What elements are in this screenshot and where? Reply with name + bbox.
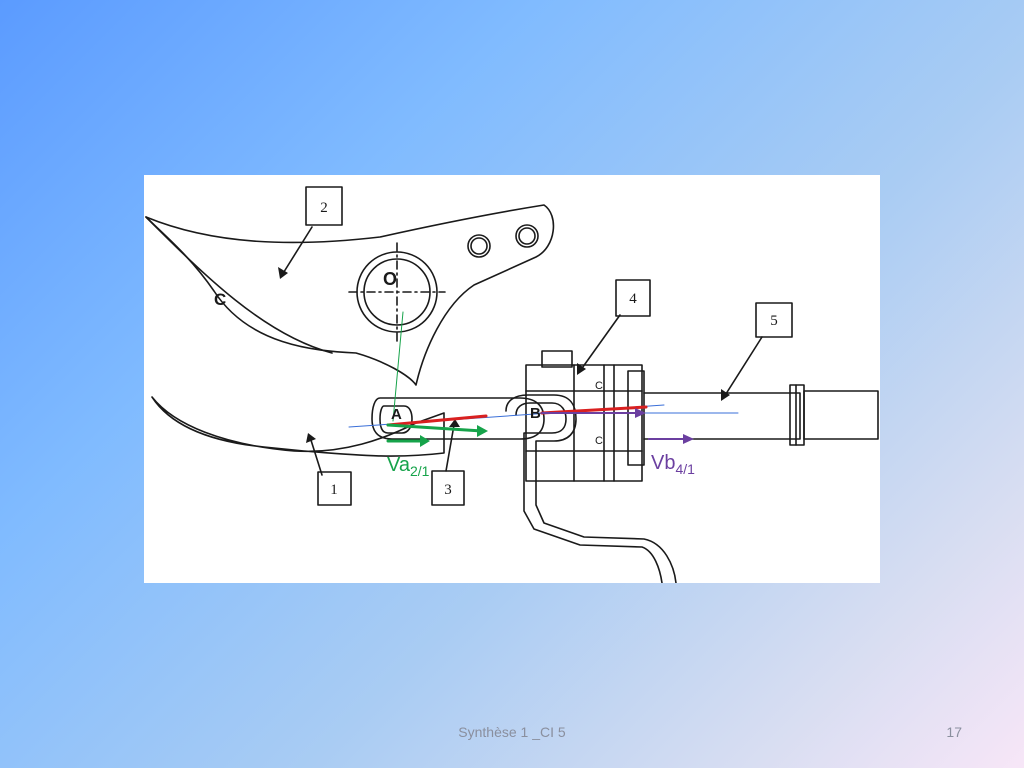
- point-O-label: O: [383, 269, 397, 289]
- leader-3: [445, 424, 455, 472]
- footer-title: Synthèse 1 _CI 5: [458, 724, 566, 740]
- label-box-3: [431, 470, 465, 506]
- point-A-label: A: [391, 406, 402, 423]
- pruning-shears-diagram: 2 1 3 4 5 O C A B C C Va2/1 Vb4/1: [145, 186, 879, 583]
- hole-1: [467, 234, 491, 258]
- hole-2-inner: [518, 227, 536, 245]
- red-line-AB: [386, 414, 488, 427]
- blade-edge: [145, 216, 333, 354]
- label-3: 3: [444, 482, 452, 498]
- leader-4: [579, 314, 621, 372]
- hole-2: [515, 224, 539, 248]
- label-2: 2: [320, 200, 328, 216]
- blade-part-2: [145, 204, 555, 386]
- link-arm-part-3: [371, 397, 545, 440]
- leader-5: [723, 336, 763, 398]
- contact-c-bottom: C: [595, 435, 603, 447]
- diagram-frame: 2 1 3 4 5 O C A B C C Va2/1 Vb4/1: [144, 175, 880, 583]
- label-box-5: [755, 302, 793, 338]
- leader-2: [281, 226, 313, 276]
- link-slot-a: [379, 405, 413, 434]
- green-line-OA: [392, 311, 404, 422]
- vector-vb-label: Vb4/1: [651, 452, 695, 477]
- vector-va-label: Va2/1: [387, 454, 430, 479]
- label-4: 4: [629, 291, 637, 307]
- label-box-2: [305, 186, 343, 226]
- hole-1-inner: [470, 237, 488, 255]
- leader-1: [309, 436, 323, 476]
- contact-c-top: C: [595, 380, 603, 392]
- jaw-part-1: [151, 396, 445, 457]
- hook-link: [505, 394, 677, 583]
- point-B-label: B: [530, 405, 541, 422]
- label-box-1: [317, 471, 352, 506]
- vector-va-oblique: [386, 423, 484, 433]
- label-5: 5: [770, 313, 778, 329]
- pivot-o-inner: [363, 258, 431, 326]
- label-box-4: [615, 279, 651, 317]
- label-1: 1: [330, 482, 338, 498]
- page-number: 17: [946, 724, 962, 740]
- hook-inner: [515, 402, 663, 583]
- point-C-label: C: [214, 290, 226, 309]
